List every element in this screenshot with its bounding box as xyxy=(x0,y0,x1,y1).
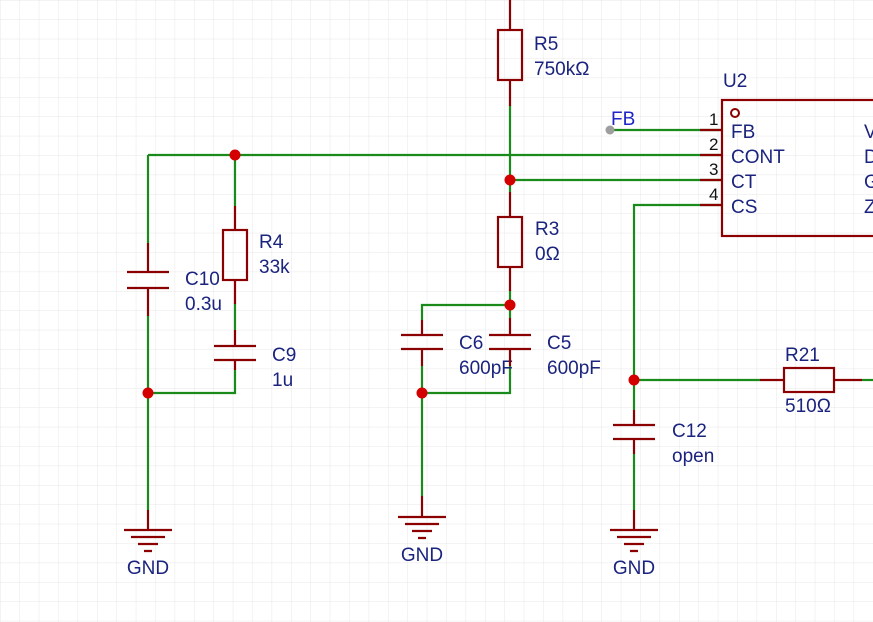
ic-right-pin-3: G xyxy=(864,172,873,193)
net-flag-dot-icon xyxy=(605,125,615,135)
svg-text:CONT: CONT xyxy=(731,147,785,168)
ground-label-left: GND xyxy=(127,558,169,579)
wire-c6-top[interactable] xyxy=(420,303,510,320)
ic-pin-cont[interactable]: 2 CONT xyxy=(700,135,785,168)
svg-text:CS: CS xyxy=(731,197,757,218)
wire-c5-bottom[interactable] xyxy=(422,366,512,395)
junction-dot[interactable] xyxy=(504,174,516,186)
ground-label-middle: GND xyxy=(401,545,443,566)
svg-text:1: 1 xyxy=(709,110,718,129)
c6-value: 600pF xyxy=(459,358,513,379)
ground-symbol-right[interactable]: GND xyxy=(610,510,658,579)
c6-ref: C6 xyxy=(459,333,483,354)
net-label-fb-text: FB xyxy=(611,109,635,130)
junction-dot[interactable] xyxy=(416,387,428,399)
r3-value: 0Ω xyxy=(535,244,560,265)
r4-ref: R4 xyxy=(259,232,284,253)
ic-pin-ct[interactable]: 3 CT xyxy=(700,160,757,193)
r21-ref: R21 xyxy=(785,345,820,366)
capacitor-c9[interactable]: C9 1u xyxy=(214,330,296,391)
ground-label-right: GND xyxy=(613,558,655,579)
u2-ref: U2 xyxy=(723,71,747,92)
junction-dot[interactable] xyxy=(229,149,241,161)
svg-text:3: 3 xyxy=(709,160,718,179)
capacitor-c12[interactable]: C12 open xyxy=(613,410,714,467)
wire-cs[interactable] xyxy=(632,203,722,410)
ic-right-pin-1: V xyxy=(864,122,873,143)
r21-value: 510Ω xyxy=(785,396,831,417)
resistor-r5[interactable]: R5 750kΩ xyxy=(496,0,589,106)
junctions xyxy=(142,149,640,399)
c5-ref: C5 xyxy=(547,333,571,354)
ground-symbol-left[interactable]: GND xyxy=(124,510,172,579)
ic-right-pin-4: Z xyxy=(864,197,873,218)
c9-value: 1u xyxy=(272,370,293,391)
ground-symbol-middle[interactable]: GND xyxy=(398,496,446,566)
net-label-fb[interactable]: FB xyxy=(605,109,636,135)
svg-text:4: 4 xyxy=(709,185,718,204)
c9-ref: C9 xyxy=(272,345,296,366)
junction-dot[interactable] xyxy=(628,374,640,386)
c10-ref: C10 xyxy=(185,269,220,290)
ic-pin-cs[interactable]: 4 CS xyxy=(700,185,757,218)
capacitor-c6[interactable]: C6 600pF xyxy=(401,320,513,379)
svg-text:FB: FB xyxy=(731,122,755,143)
r5-ref: R5 xyxy=(534,34,558,55)
svg-text:2: 2 xyxy=(709,135,718,154)
c12-ref: C12 xyxy=(672,421,707,442)
c12-value: open xyxy=(672,446,714,467)
resistor-r21[interactable]: R21 510Ω xyxy=(760,345,862,417)
r4-value: 33k xyxy=(259,257,290,278)
r5-value: 750kΩ xyxy=(534,59,589,80)
c5-value: 600pF xyxy=(547,358,601,379)
pin1-marker-icon xyxy=(730,108,740,118)
junction-dot[interactable] xyxy=(504,299,516,311)
svg-text:CT: CT xyxy=(731,172,757,193)
ic-pin-fb[interactable]: 1 FB xyxy=(700,110,755,143)
resistor-r4[interactable]: R4 33k xyxy=(221,206,290,304)
ic-right-pin-2: D xyxy=(864,147,873,168)
capacitor-c5[interactable]: C5 600pF xyxy=(489,318,601,379)
r3-ref: R3 xyxy=(535,219,559,240)
wire-c9-bottom[interactable] xyxy=(148,370,237,395)
resistor-r3[interactable]: R3 0Ω xyxy=(496,192,560,291)
junction-dot[interactable] xyxy=(142,387,154,399)
ic-u2[interactable]: U2 1 FB 2 CONT 3 CT 4 CS V D G Z xyxy=(700,71,873,238)
capacitor-c10[interactable]: C10 0.3u xyxy=(127,243,222,316)
c10-value: 0.3u xyxy=(185,294,222,315)
